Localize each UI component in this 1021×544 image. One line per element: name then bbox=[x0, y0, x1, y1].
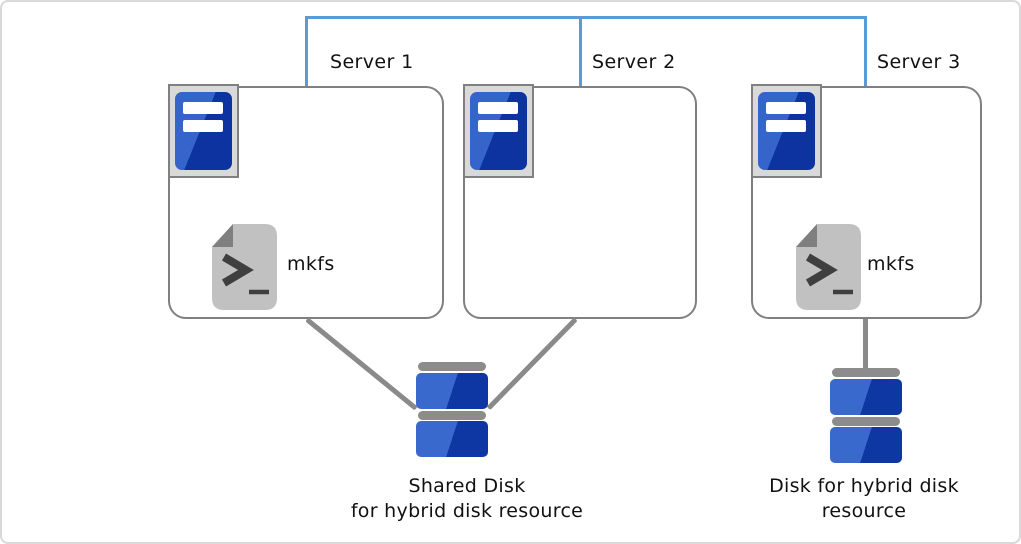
disk-platter-cap bbox=[832, 417, 900, 426]
network-drop-server1 bbox=[305, 16, 308, 87]
disk-body bbox=[416, 421, 488, 457]
shared-disk-label-line2: for hybrid disk resource bbox=[350, 500, 584, 522]
mkfs-script-icon bbox=[212, 224, 277, 310]
server-drive-slot bbox=[478, 102, 518, 114]
server3-label: Server 3 bbox=[877, 51, 961, 73]
disk-body bbox=[416, 373, 488, 409]
server-drive-slot bbox=[478, 120, 518, 132]
mkfs-script-icon bbox=[796, 224, 861, 310]
disk-platter-cap bbox=[832, 368, 900, 377]
server-drive-slot bbox=[766, 102, 806, 114]
disk-platter-cap bbox=[418, 411, 486, 420]
hybrid-disk-label: Disk for hybrid disk resource bbox=[714, 474, 1014, 524]
server1-mkfs-label: mkfs bbox=[287, 253, 335, 275]
server3-tower-icon bbox=[751, 84, 822, 178]
server3-mkfs-label: mkfs bbox=[867, 253, 915, 275]
server-drive-slot bbox=[183, 102, 223, 114]
connector-server1-shared-disk bbox=[305, 317, 418, 411]
server-drive-slot bbox=[183, 120, 223, 132]
disk-body bbox=[830, 427, 902, 463]
server-tower-body bbox=[470, 92, 527, 170]
network-line-horizontal bbox=[305, 16, 867, 19]
network-drop-server2 bbox=[579, 16, 582, 87]
server1-label: Server 1 bbox=[330, 51, 414, 73]
server1-tower-icon bbox=[168, 84, 239, 178]
server2-tower-icon bbox=[463, 84, 534, 178]
network-drop-server3 bbox=[864, 16, 867, 87]
hybrid-disk-label-line1: Disk for hybrid disk bbox=[769, 475, 959, 497]
connector-server2-shared-disk bbox=[486, 317, 578, 411]
shared-disk-label: Shared Disk for hybrid disk resource bbox=[317, 474, 617, 524]
shared-disk-icon bbox=[416, 362, 488, 457]
server2-label: Server 2 bbox=[592, 51, 676, 73]
shared-disk-label-line1: Shared Disk bbox=[408, 475, 526, 497]
server-tower-body bbox=[758, 92, 815, 170]
hybrid-disk-icon bbox=[830, 368, 902, 463]
server-drive-slot bbox=[766, 120, 806, 132]
server-tower-body bbox=[175, 92, 232, 170]
disk-platter-cap bbox=[418, 362, 486, 371]
connector-server3-hybrid-disk bbox=[863, 319, 868, 369]
disk-body bbox=[830, 379, 902, 415]
hybrid-disk-label-line2: resource bbox=[821, 500, 907, 522]
